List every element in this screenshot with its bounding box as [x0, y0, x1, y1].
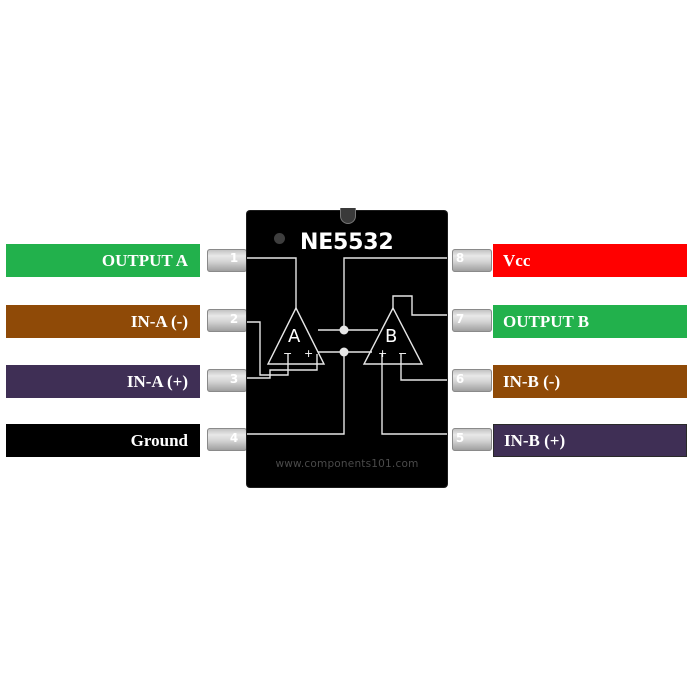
pin-6-lead [452, 369, 492, 392]
pin1-indicator-dot [274, 233, 285, 244]
amp-a-minus: − [283, 347, 293, 360]
pin-3-lead [207, 369, 247, 392]
orientation-notch [340, 208, 356, 224]
part-number: NE5532 [300, 230, 394, 255]
pin7-label: OUTPUT B [493, 305, 687, 338]
pin7-label-text: OUTPUT B [503, 311, 590, 331]
pin-5-lead [452, 428, 492, 451]
amp-a-plus: + [304, 347, 314, 360]
pin8-label-text: Vcc [503, 250, 531, 270]
pin-number-4: 4 [229, 431, 239, 445]
pin-number-8: 8 [455, 251, 465, 265]
amp-b-label: B [385, 326, 398, 347]
pin8-label: Vcc [493, 244, 687, 277]
pin-number-3: 3 [229, 372, 239, 386]
pin4-label: Ground [6, 424, 200, 457]
pin5-label-text: IN-B (+) [504, 430, 566, 450]
pin-1-lead [207, 249, 247, 272]
pin5-label: IN-B (+) [493, 424, 687, 457]
pin-number-6: 6 [455, 372, 465, 386]
pin3-label: IN-A (+) [6, 365, 200, 398]
pin2-label: IN-A (-) [6, 305, 200, 338]
watermark: www.components101.com [275, 458, 419, 470]
pin-number-1: 1 [229, 251, 239, 265]
pin2-label-text: IN-A (-) [130, 311, 188, 331]
pin-number-7: 7 [455, 312, 465, 326]
pin-number-5: 5 [455, 431, 465, 445]
pin-2-lead [207, 309, 247, 332]
pin-number-2: 2 [229, 312, 239, 326]
pin6-label-text: IN-B (-) [503, 371, 561, 391]
pin3-label-text: IN-A (+) [126, 371, 188, 391]
amp-b-plus: + [378, 347, 388, 360]
pin1-label-text: OUTPUT A [101, 250, 188, 270]
amp-a-label: A [288, 326, 301, 347]
amp-b-minus: − [398, 347, 408, 360]
pin-8-lead [452, 249, 492, 272]
pin1-label: OUTPUT A [6, 244, 200, 277]
pin6-label: IN-B (-) [493, 365, 687, 398]
pin-7-lead [452, 309, 492, 332]
pin-4-lead [207, 428, 247, 451]
pin4-label-text: Ground [130, 430, 188, 450]
